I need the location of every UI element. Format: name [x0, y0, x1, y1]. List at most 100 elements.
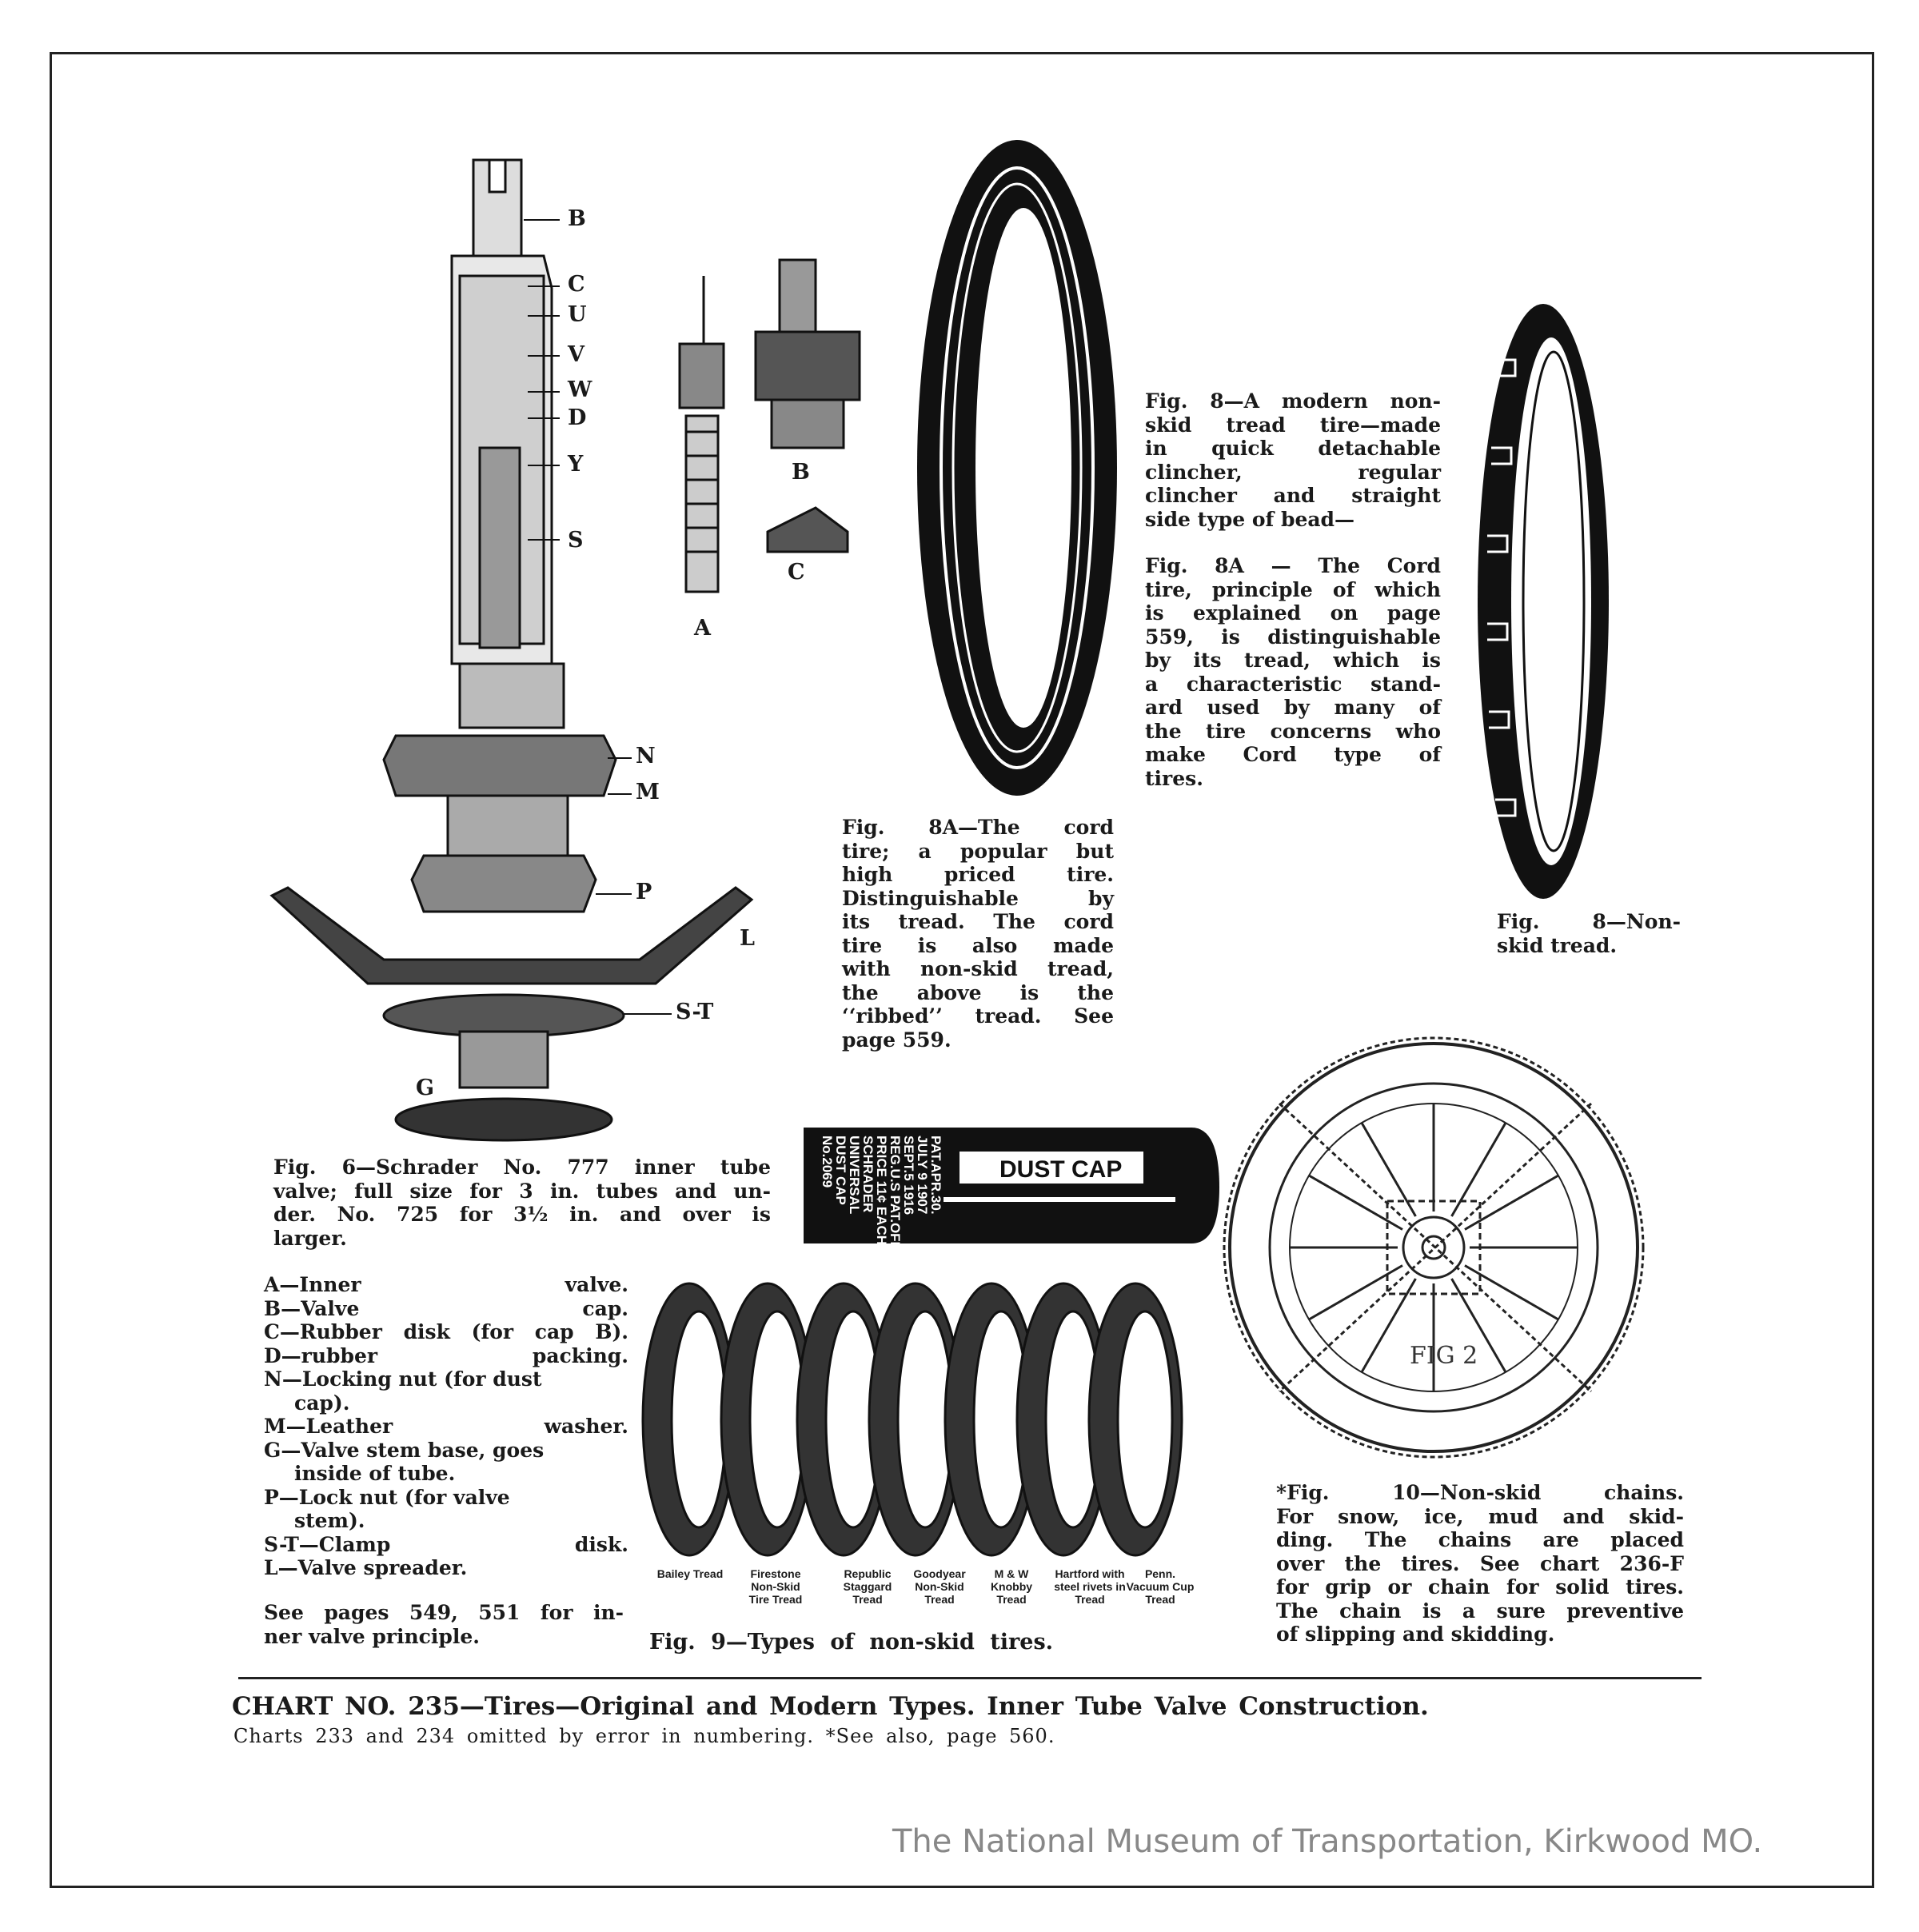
valve-part-label: B [568, 206, 586, 231]
text-line: ‘‘ribbed’’ tread. See [842, 1004, 1114, 1028]
text-line: ner valve principle. [264, 1624, 480, 1648]
text-line: G—Valve stem base, goes [264, 1438, 545, 1462]
valve-part-label: C [568, 272, 585, 297]
dust-cap-text: PRICE 11¢ EACH [874, 1136, 889, 1245]
text-line: make Cord type of [1145, 743, 1441, 766]
non-skid-tire-illustration [1478, 304, 1609, 899]
dust-cap-text: SEPT.5 1916 [901, 1136, 916, 1215]
text-line: high priced tire. [842, 863, 1114, 886]
dust-cap-text: DUST CAP [833, 1136, 848, 1205]
text-line: cap). [294, 1391, 350, 1415]
text-line: stem). [294, 1509, 365, 1532]
schrader-valve-illustration [269, 158, 861, 1142]
valve-part-label: C [788, 560, 805, 585]
text-line: B—Valve cap. [264, 1296, 628, 1320]
dust-cap-text: SCHRADER [860, 1136, 876, 1212]
text-line: larger. [273, 1226, 347, 1250]
valve-part-label: L [740, 926, 755, 951]
text-line: valve; full size for 3 in. tubes and un- [273, 1179, 771, 1203]
text-line: over the tires. See chart 236-F [1276, 1551, 1684, 1575]
tire-tread-sample [868, 1282, 963, 1557]
tire-tread-sample [1015, 1282, 1111, 1557]
fig9-caption: Fig. 9—Types of non-skid tires. [649, 1630, 1054, 1655]
tire-tread-sample [944, 1282, 1039, 1557]
valve-part-label: M [636, 780, 660, 804]
valve-part-label: D [568, 405, 587, 430]
valve-part-label: V [568, 342, 584, 367]
text-line: Distinguishable by [842, 886, 1114, 910]
text-line: skid tread. [1497, 933, 1618, 957]
text-line: Fig. 6—Schrader No. 777 inner tube [273, 1156, 771, 1179]
valve-part-label: P [636, 880, 652, 904]
valve-part-label: N [636, 744, 656, 768]
tire-type-caption: Bailey Tread [656, 1567, 724, 1580]
divider-rule [238, 1677, 1702, 1679]
tire-tread-sample [720, 1282, 816, 1557]
dust-cap-text: PAT.APR.30. [928, 1136, 944, 1215]
tire-type-caption: Hartford with steel rivets in Tread [1054, 1567, 1126, 1606]
valve-part-label: A [694, 616, 711, 641]
text-line: the above is the [842, 980, 1114, 1004]
valve-part-label: Y [568, 452, 584, 477]
text-line: der. No. 725 for 3½ in. and over is [273, 1203, 771, 1226]
tire-tread-sample [641, 1282, 737, 1557]
text-line: M—Leather washer. [264, 1415, 628, 1438]
fig10-caption: *Fig. 10—Non-skid chains.For snow, ice, … [1276, 1481, 1684, 1647]
cord-tire-illustration [917, 140, 1117, 796]
valve-part-label: G [416, 1076, 435, 1100]
page-border [50, 52, 1874, 1888]
valve-part-label: B [792, 460, 810, 485]
parts-legend: A—Inner valve.B—Valve cap.C—Rubber disk … [264, 1273, 628, 1580]
text-line: Fig. 8A — The Cord [1145, 554, 1441, 577]
fig8-caption: Fig. 8—A modern non-skid tread tire—made… [1145, 389, 1441, 531]
valve-part-label: W [568, 377, 592, 402]
dust-cap-text: REG.U.S PAT.OFF. [888, 1136, 903, 1252]
dust-cap-text: No.2069 [820, 1136, 835, 1188]
text-line: with non-skid tread, [842, 957, 1114, 980]
chained-wheel-illustration: FIG 2 [1223, 1036, 1645, 1459]
valve-part-label: U [568, 302, 587, 327]
text-line: tires. [1145, 766, 1203, 790]
text-line: For snow, ice, mud and skid- [1276, 1504, 1684, 1528]
chart-title: CHART NO. 235—Tires—Original and Modern … [232, 1692, 1429, 1721]
tire-type-caption: Republic Staggard Tread [843, 1567, 892, 1606]
text-line: in quick detachable [1145, 437, 1441, 460]
museum-credit: The National Museum of Transportation, K… [892, 1823, 1763, 1860]
text-line: the tire concerns who [1145, 719, 1441, 743]
tire-tread-sample [1087, 1282, 1183, 1557]
chart-subtitle: Charts 233 and 234 omitted by error in n… [233, 1725, 1055, 1747]
text-line: ard used by many of [1145, 696, 1441, 719]
text-line: a characteristic stand- [1145, 672, 1441, 696]
text-line: 559, is distinguishable [1145, 625, 1441, 649]
text-line: side type of bead— [1145, 507, 1355, 531]
text-line: skid tread tire—made [1145, 413, 1441, 437]
dust-cap-text: UNIVERSAL [847, 1136, 862, 1214]
text-line: by its tread, which is [1145, 649, 1441, 672]
text-line: A—Inner valve. [264, 1273, 628, 1296]
tire-type-caption: Goodyear Non-Skid Tread [913, 1567, 966, 1606]
text-line: Fig. 8A—The cord [842, 816, 1114, 839]
text-line: tire; a popular but [842, 839, 1114, 863]
text-line: Fig. 8—Non- [1497, 910, 1681, 933]
text-line: tire, principle of which [1145, 577, 1441, 601]
tire-type-caption: Penn. Vacuum Cup Tread [1126, 1567, 1195, 1606]
valve-part-label: S [568, 528, 584, 553]
text-line: C—Rubber disk (for cap B). [264, 1320, 628, 1343]
text-line: D—rubber packing. [264, 1343, 628, 1367]
text-line: See pages 549, 551 for in- [264, 1601, 624, 1624]
text-line: inside of tube. [294, 1462, 456, 1485]
text-line: ding. The chains are placed [1276, 1528, 1684, 1551]
tire-type-caption: Firestone Non-Skid Tire Tread [748, 1567, 803, 1606]
fig8-nonskid-caption: Fig. 8—Non-skid tread. [1497, 910, 1681, 957]
see-pages-note: See pages 549, 551 for in-ner valve prin… [264, 1601, 624, 1648]
text-line: Fig. 8—A modern non- [1145, 389, 1441, 413]
text-line: S-T—Clamp disk. [264, 1532, 628, 1556]
text-line: *Fig. 10—Non-skid chains. [1276, 1481, 1684, 1504]
text-line: P—Lock nut (for valve [264, 1485, 510, 1509]
text-line: clincher and straight [1145, 484, 1441, 507]
text-line: its tread. The cord [842, 910, 1114, 933]
